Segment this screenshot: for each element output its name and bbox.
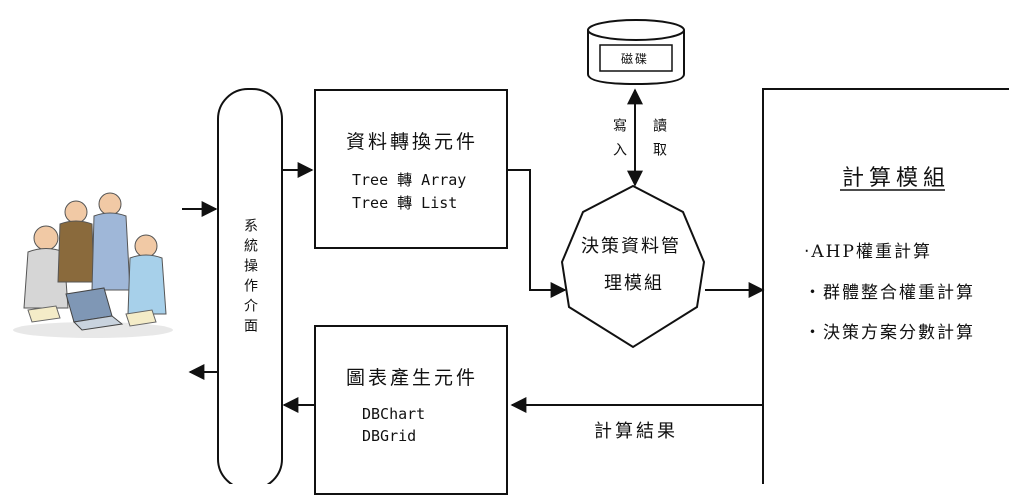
converter-line-2: Tree 轉 List: [352, 194, 458, 212]
converter-box: 資料轉換元件 Tree 轉 Array Tree 轉 List: [314, 89, 508, 249]
read-label: 讀取: [651, 118, 667, 166]
manager-line-1: 決策資料管: [581, 236, 681, 257]
users-illustration-icon: [13, 192, 173, 338]
chart-generator-title: 圖表產生元件: [346, 367, 479, 389]
compute-item-2: ‧群體整合權重計算: [804, 283, 975, 303]
interface-shape: [217, 88, 283, 484]
converter-title: 資料轉換元件: [346, 131, 479, 153]
manager-shape: [560, 184, 706, 349]
chart-generator-line-1: DBChart: [362, 405, 426, 423]
arrow-converter-to-manager: [507, 169, 567, 298]
database-label: 磁碟: [621, 52, 650, 66]
compute-frame: [762, 88, 1009, 484]
compute-title: 計算模組: [842, 166, 951, 191]
compute-item-3: ‧決策方案分數計算: [804, 323, 975, 343]
converter-line-1: Tree 轉 Array: [352, 171, 467, 189]
interface-label: 系統操作介面: [242, 218, 258, 338]
diagram-connectors: [182, 19, 1009, 484]
result-label: 計算結果: [594, 421, 678, 442]
write-label: 寫入: [611, 118, 627, 166]
chart-generator-line-2: DBGrid: [362, 427, 417, 445]
database-icon: [587, 19, 685, 86]
manager-line-2: 理模組: [604, 273, 664, 294]
compute-item-1: ‧AHP權重計算: [804, 242, 932, 262]
chart-generator-box: 圖表產生元件 DBChart DBGrid: [314, 325, 508, 495]
